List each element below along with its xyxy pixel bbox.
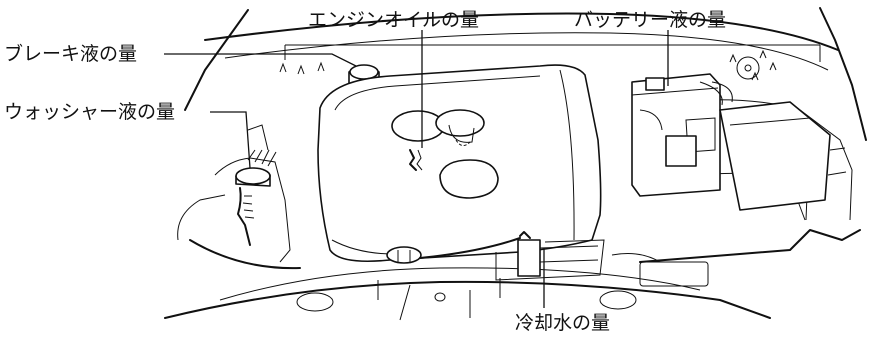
label-engine-oil: エンジンオイルの量: [308, 9, 479, 31]
front-bumper: [164, 229, 861, 321]
label-washer-fluid: ウォッシャー液の量: [4, 101, 175, 123]
leader-lines: [164, 30, 669, 308]
fender-hole-left: [296, 292, 334, 312]
fender-hole-right: [599, 290, 637, 310]
label-brake-fluid: ブレーキ液の量: [4, 42, 137, 65]
air-box: [719, 101, 831, 211]
washer-fluid-reservoir: [235, 167, 271, 246]
left-fender-area: [177, 124, 291, 263]
label-battery-fluid: バッテリー液の量: [574, 9, 726, 31]
washer-leader: [210, 111, 251, 169]
brake-leader: [164, 53, 357, 67]
label-coolant: 冷却水の量: [515, 312, 610, 334]
battery: [631, 73, 733, 197]
hood-outline: [184, 7, 867, 141]
coolant-reservoir: [386, 231, 605, 281]
radiator-cap: [386, 246, 422, 264]
engine-cover: [317, 64, 602, 263]
oil-dipstick: [409, 149, 417, 171]
